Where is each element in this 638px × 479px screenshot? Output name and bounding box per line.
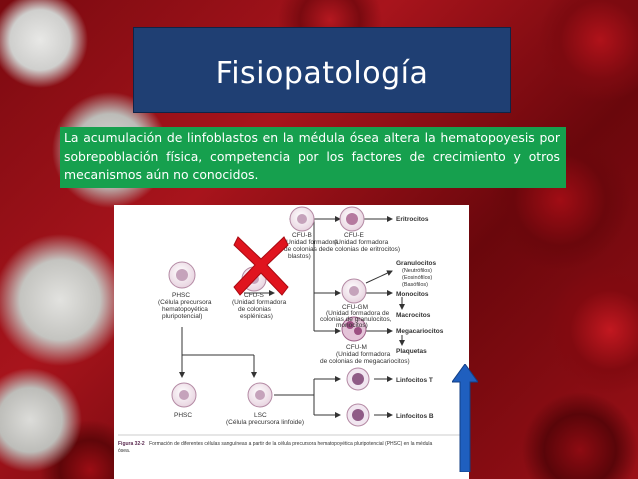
phsc-desc-3: pluripotencial) — [162, 313, 202, 320]
cfub-label: CFU-B — [292, 232, 312, 239]
red-cross-icon — [233, 236, 289, 296]
cfue-nucleus — [346, 213, 358, 225]
output-plaquetas: Plaquetas — [396, 348, 427, 355]
cells — [168, 206, 370, 427]
hematopoiesis-figure: CFU-B (Unidad formadora de colonias de b… — [114, 205, 469, 479]
cfus-desc-3: esplénicas) — [240, 313, 273, 320]
output-labels: Eritrocitos Granulocitos Monocitos Macro… — [396, 216, 444, 420]
cfugm-desc-3: monocitos) — [336, 322, 368, 329]
cfum-lobe-1 — [346, 321, 354, 329]
caption-text: Formación de diferentes células sanguíne… — [149, 441, 432, 447]
cfum-desc-1: (Unidad formadora — [336, 351, 391, 358]
title-box: Fisiopatología — [133, 27, 511, 113]
phsc-label: PHSC — [172, 292, 190, 299]
lsc-desc: (Célula precursora linfoide) — [226, 419, 304, 426]
connector-lines — [179, 216, 405, 418]
cfugm-desc-2: colonias de granulocitos, — [320, 316, 392, 323]
body-text: La acumulación de linfoblastos en la méd… — [64, 130, 560, 182]
cfue-label: CFU-E — [344, 232, 365, 239]
output-basofilos: (Basófilos) — [402, 282, 428, 288]
cfugm-nucleus — [349, 286, 359, 296]
cfus-desc-1: (Unidad formadora — [232, 299, 287, 306]
output-megacariocitos: Megacariocitos — [396, 328, 444, 335]
cfue-desc-2: de colonias de eritrocitos) — [326, 246, 400, 253]
phsc-desc-2: hematopoyética — [162, 306, 208, 313]
output-eosinofilos: (Eosinófilos) — [402, 275, 432, 281]
cfub-nucleus — [297, 214, 307, 224]
phsc-nucleus — [176, 269, 188, 281]
linfocito-b-nucleus — [352, 409, 364, 421]
node-labels: CFU-B (Unidad formadora de colonias de b… — [158, 232, 410, 426]
output-linfocitos-t: Linfocitos T — [396, 377, 433, 384]
figure-caption-line-2: ósea. — [118, 448, 130, 454]
body-text-box: La acumulación de linfoblastos en la méd… — [60, 127, 566, 188]
cfugm-label: CFU-GM — [342, 304, 368, 311]
cfum-label: CFU-M — [346, 344, 367, 351]
output-granulocitos: Granulocitos — [396, 260, 436, 267]
cfus-label: CFU-S — [244, 292, 265, 299]
figure-caption: Figura 32-2 Formación de diferentes célu… — [118, 441, 433, 447]
lsc-label: LSC — [254, 412, 267, 419]
phsc2-nucleus — [179, 390, 189, 400]
slide-title: Fisiopatología — [215, 55, 429, 91]
cfub-desc-3: blastos) — [288, 253, 311, 260]
phsc-desc-1: (Célula precursora — [158, 299, 212, 306]
cfus-desc-2: de colonias — [238, 306, 272, 313]
cfugm-desc-1: (Unidad formadora de — [326, 310, 390, 317]
cfub-desc-1: (Unidad formadora — [284, 239, 339, 246]
up-arrow-icon — [452, 364, 478, 472]
output-linfocitos-b: Linfocitos B — [396, 413, 434, 420]
output-eritrocitos: Eritrocitos — [396, 216, 429, 223]
lsc-nucleus — [255, 390, 265, 400]
granulocyte-subtypes: (Neutrófilos) (Eosinófilos) (Basófilos) — [402, 268, 432, 288]
cfub-desc-2: de colonias de — [284, 246, 326, 253]
hematopoiesis-diagram: CFU-B (Unidad formadora de colonias de b… — [118, 206, 466, 454]
linfocito-t-nucleus — [352, 373, 364, 385]
phsc2-label: PHSC — [174, 412, 192, 419]
caption-label: Figura 32-2 — [118, 441, 145, 447]
output-macrocitos: Macrocitos — [396, 312, 431, 319]
cfue-desc-1: (Unidad formadora — [334, 239, 389, 246]
cfum-lobe-2 — [354, 327, 362, 335]
output-neutrofilos: (Neutrófilos) — [402, 268, 432, 274]
cfum-desc-2: de colonias de megacariocitos) — [320, 358, 410, 365]
output-monocitos: Monocitos — [396, 291, 429, 298]
